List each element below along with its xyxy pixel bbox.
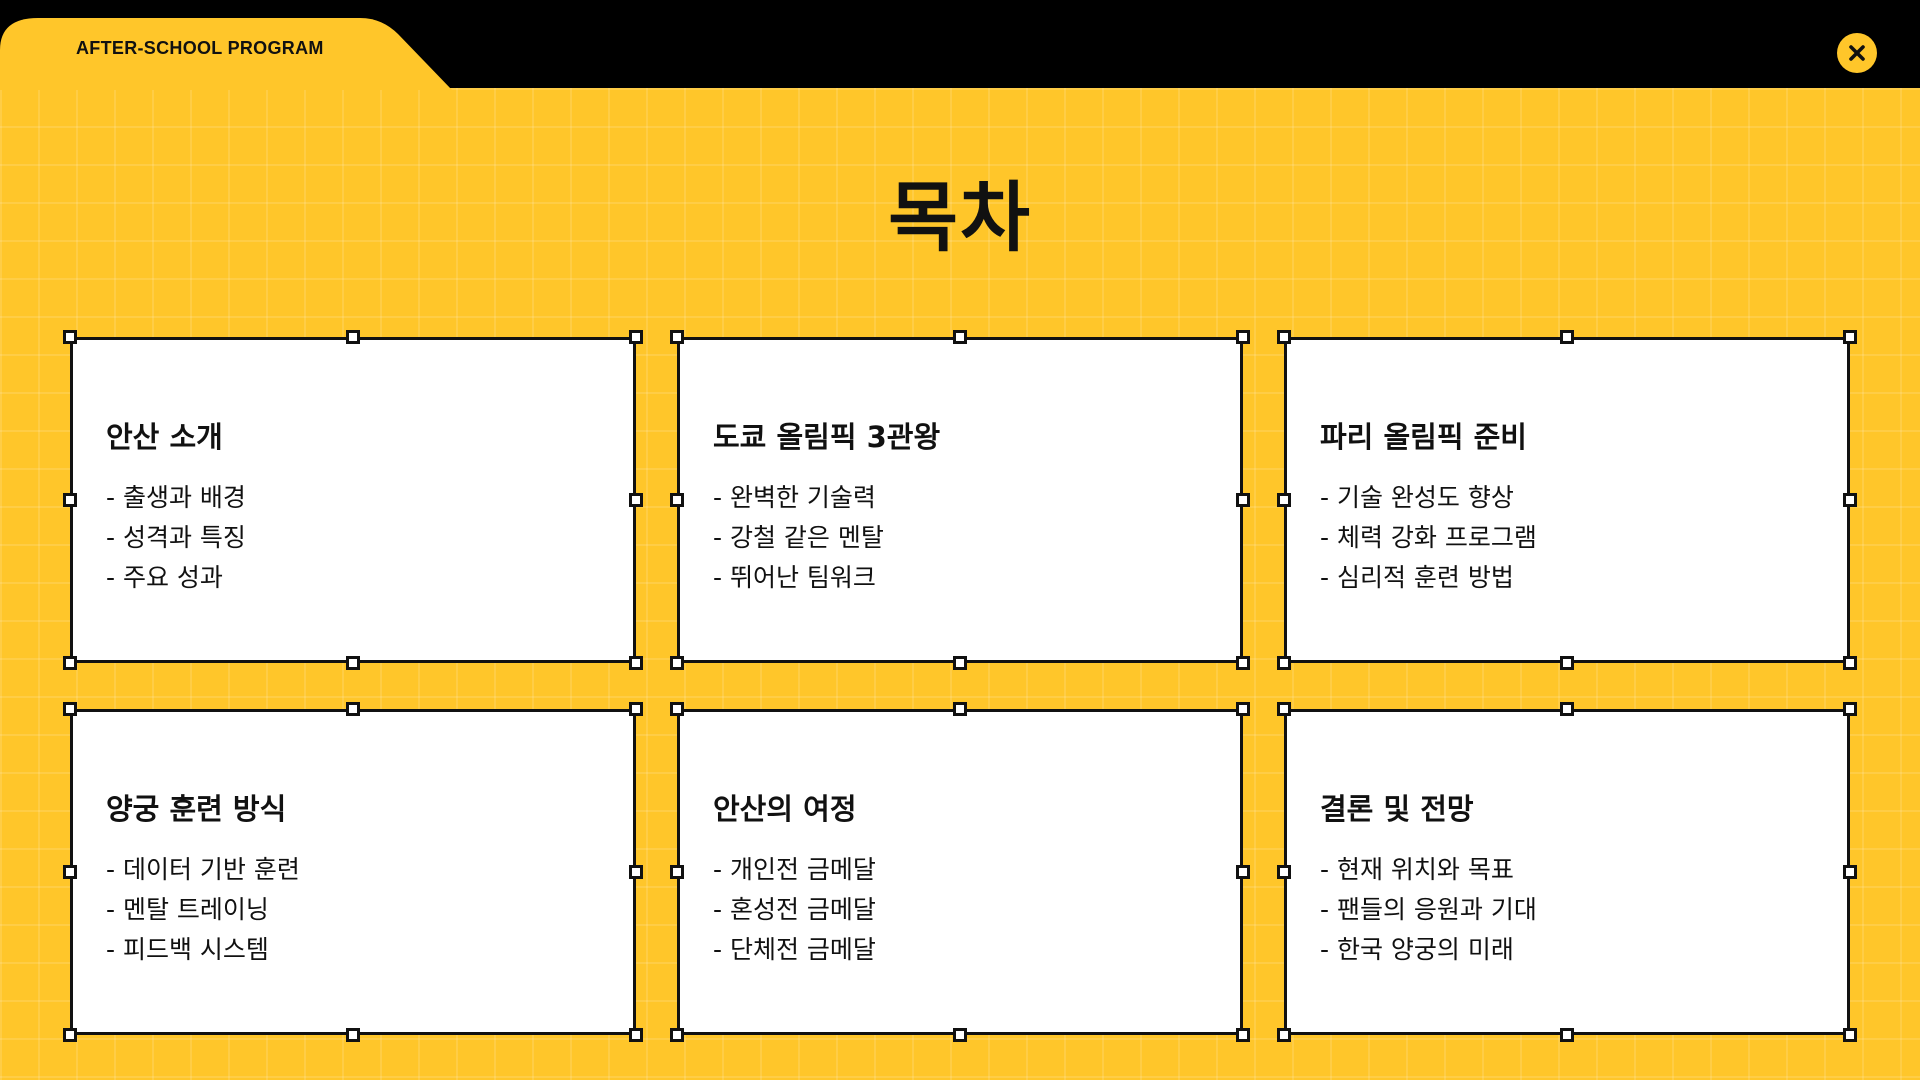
resize-handle[interactable] (629, 865, 643, 879)
resize-handle[interactable] (1843, 656, 1857, 670)
page-title: 목차 (888, 173, 1032, 262)
list-item: - 기술 완성도 향상 (1320, 483, 1514, 512)
list-item: - 출생과 배경 (106, 483, 246, 512)
card-title: 양궁 훈련 방식 (106, 792, 287, 826)
card-title: 파리 올림픽 준비 (1320, 420, 1527, 454)
resize-handle[interactable] (1277, 330, 1291, 344)
resize-handle[interactable] (1277, 1028, 1291, 1042)
card-item-list: - 데이터 기반 훈련 - 멘탈 트레이닝 - 피드백 시스템 (106, 850, 300, 970)
card-title: 결론 및 전망 (1320, 792, 1474, 826)
list-item: - 한국 양궁의 미래 (1320, 935, 1514, 964)
resize-handle[interactable] (670, 330, 684, 344)
resize-handle[interactable] (629, 656, 643, 670)
list-item: - 데이터 기반 훈련 (106, 855, 300, 884)
resize-handle[interactable] (1843, 865, 1857, 879)
list-item: - 심리적 훈련 방법 (1320, 563, 1514, 592)
resize-handle[interactable] (1236, 865, 1250, 879)
resize-handle[interactable] (63, 656, 77, 670)
resize-handle[interactable] (1843, 1028, 1857, 1042)
resize-handle[interactable] (1236, 656, 1250, 670)
list-item: - 피드백 시스템 (106, 935, 269, 964)
resize-handle[interactable] (1560, 656, 1574, 670)
list-item: - 혼성전 금메달 (713, 895, 876, 924)
list-item: - 성격과 특징 (106, 523, 246, 552)
card-item-list: - 완벽한 기술력 - 강철 같은 멘탈 - 뛰어난 팀워크 (713, 478, 884, 598)
resize-handle[interactable] (670, 865, 684, 879)
resize-handle[interactable] (346, 1028, 360, 1042)
resize-handle[interactable] (1560, 1028, 1574, 1042)
resize-handle[interactable] (670, 702, 684, 716)
resize-handle[interactable] (1843, 330, 1857, 344)
list-item: - 개인전 금메달 (713, 855, 876, 884)
toc-card-training[interactable]: 양궁 훈련 방식 - 데이터 기반 훈련 - 멘탈 트레이닝 - 피드백 시스템 (63, 702, 643, 1042)
resize-handle[interactable] (953, 1028, 967, 1042)
resize-handle[interactable] (953, 656, 967, 670)
list-item: - 체력 강화 프로그램 (1320, 523, 1537, 552)
resize-handle[interactable] (1277, 865, 1291, 879)
resize-handle[interactable] (1277, 493, 1291, 507)
resize-handle[interactable] (953, 330, 967, 344)
close-icon (1849, 45, 1865, 61)
list-item: - 멘탈 트레이닝 (106, 895, 269, 924)
resize-handle[interactable] (1236, 702, 1250, 716)
card-item-list: - 출생과 배경 - 성격과 특징 - 주요 성과 (106, 478, 246, 598)
resize-handle[interactable] (1560, 702, 1574, 716)
resize-handle[interactable] (1236, 493, 1250, 507)
resize-handle[interactable] (1236, 330, 1250, 344)
resize-handle[interactable] (1236, 1028, 1250, 1042)
resize-handle[interactable] (629, 493, 643, 507)
resize-handle[interactable] (1843, 493, 1857, 507)
resize-handle[interactable] (346, 702, 360, 716)
resize-handle[interactable] (670, 493, 684, 507)
card-title: 안산 소개 (106, 420, 223, 454)
toc-card-intro[interactable]: 안산 소개 - 출생과 배경 - 성격과 특징 - 주요 성과 (63, 330, 643, 670)
resize-handle[interactable] (1560, 330, 1574, 344)
card-item-list: - 기술 완성도 향상 - 체력 강화 프로그램 - 심리적 훈련 방법 (1320, 478, 1537, 598)
list-item: - 완벽한 기술력 (713, 483, 876, 512)
header-tab (0, 18, 452, 90)
resize-handle[interactable] (346, 656, 360, 670)
list-item: - 팬들의 응원과 기대 (1320, 895, 1537, 924)
card-item-list: - 현재 위치와 목표 - 팬들의 응원과 기대 - 한국 양궁의 미래 (1320, 850, 1537, 970)
resize-handle[interactable] (63, 702, 77, 716)
resize-handle[interactable] (1277, 656, 1291, 670)
resize-handle[interactable] (629, 1028, 643, 1042)
resize-handle[interactable] (670, 1028, 684, 1042)
toc-card-journey[interactable]: 안산의 여정 - 개인전 금메달 - 혼성전 금메달 - 단체전 금메달 (670, 702, 1250, 1042)
resize-handle[interactable] (629, 702, 643, 716)
list-item: - 현재 위치와 목표 (1320, 855, 1514, 884)
list-item: - 주요 성과 (106, 563, 223, 592)
toc-card-conclusion[interactable]: 결론 및 전망 - 현재 위치와 목표 - 팬들의 응원과 기대 - 한국 양궁… (1277, 702, 1857, 1042)
toc-card-paris[interactable]: 파리 올림픽 준비 - 기술 완성도 향상 - 체력 강화 프로그램 - 심리적… (1277, 330, 1857, 670)
resize-handle[interactable] (346, 330, 360, 344)
resize-handle[interactable] (629, 330, 643, 344)
resize-handle[interactable] (63, 493, 77, 507)
card-item-list: - 개인전 금메달 - 혼성전 금메달 - 단체전 금메달 (713, 850, 876, 970)
resize-handle[interactable] (953, 702, 967, 716)
program-label: AFTER-SCHOOL PROGRAM (76, 38, 324, 58)
resize-handle[interactable] (1843, 702, 1857, 716)
card-title: 안산의 여정 (713, 792, 857, 826)
toc-card-tokyo[interactable]: 도쿄 올림픽 3관왕 - 완벽한 기술력 - 강철 같은 멘탈 - 뛰어난 팀워… (670, 330, 1250, 670)
resize-handle[interactable] (63, 1028, 77, 1042)
resize-handle[interactable] (670, 656, 684, 670)
resize-handle[interactable] (63, 865, 77, 879)
close-button[interactable] (1837, 33, 1877, 73)
resize-handle[interactable] (1277, 702, 1291, 716)
list-item: - 강철 같은 멘탈 (713, 523, 884, 552)
card-title: 도쿄 올림픽 3관왕 (713, 420, 941, 454)
resize-handle[interactable] (63, 330, 77, 344)
list-item: - 단체전 금메달 (713, 935, 876, 964)
list-item: - 뛰어난 팀워크 (713, 563, 876, 592)
